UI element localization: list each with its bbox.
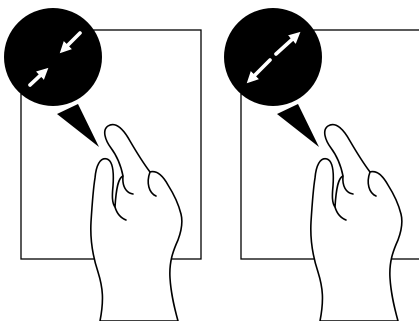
panel-pinch-out: [224, 8, 419, 321]
panel-pinch-in: [4, 8, 201, 321]
